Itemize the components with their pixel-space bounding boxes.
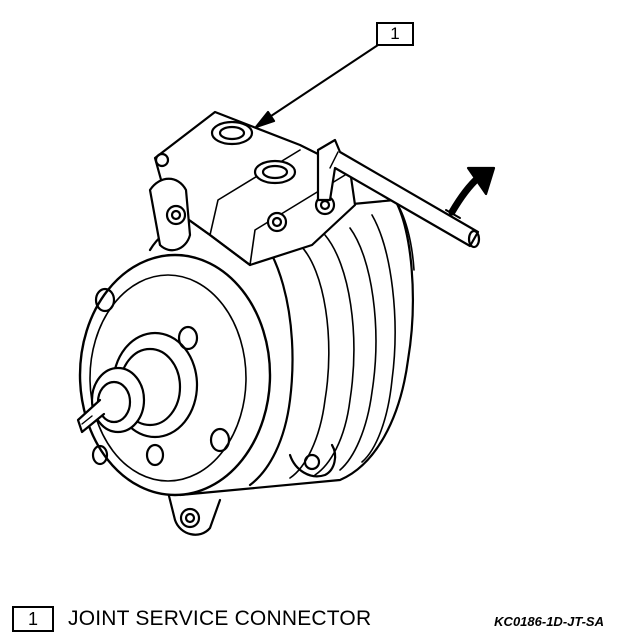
legend-number: 1 [27,608,38,629]
compressor-diagram: 1 [76,22,496,536]
hex-key-icon [316,138,481,249]
callout-number-box: 1 [376,22,414,46]
compressor-head [148,110,357,267]
compressor-illustration [76,44,496,536]
leader-arrow-icon [254,44,379,129]
legend-number-box: 1 [12,606,54,632]
legend: 1 JOINT SERVICE CONNECTOR [12,603,371,635]
callout-number: 1 [390,24,400,43]
legend-label: JOINT SERVICE CONNECTOR [68,607,372,630]
figure-code: KC0186-1D-JT-SA [494,614,604,629]
clutch-assembly [76,253,272,497]
rotation-arrow-icon [445,166,496,219]
